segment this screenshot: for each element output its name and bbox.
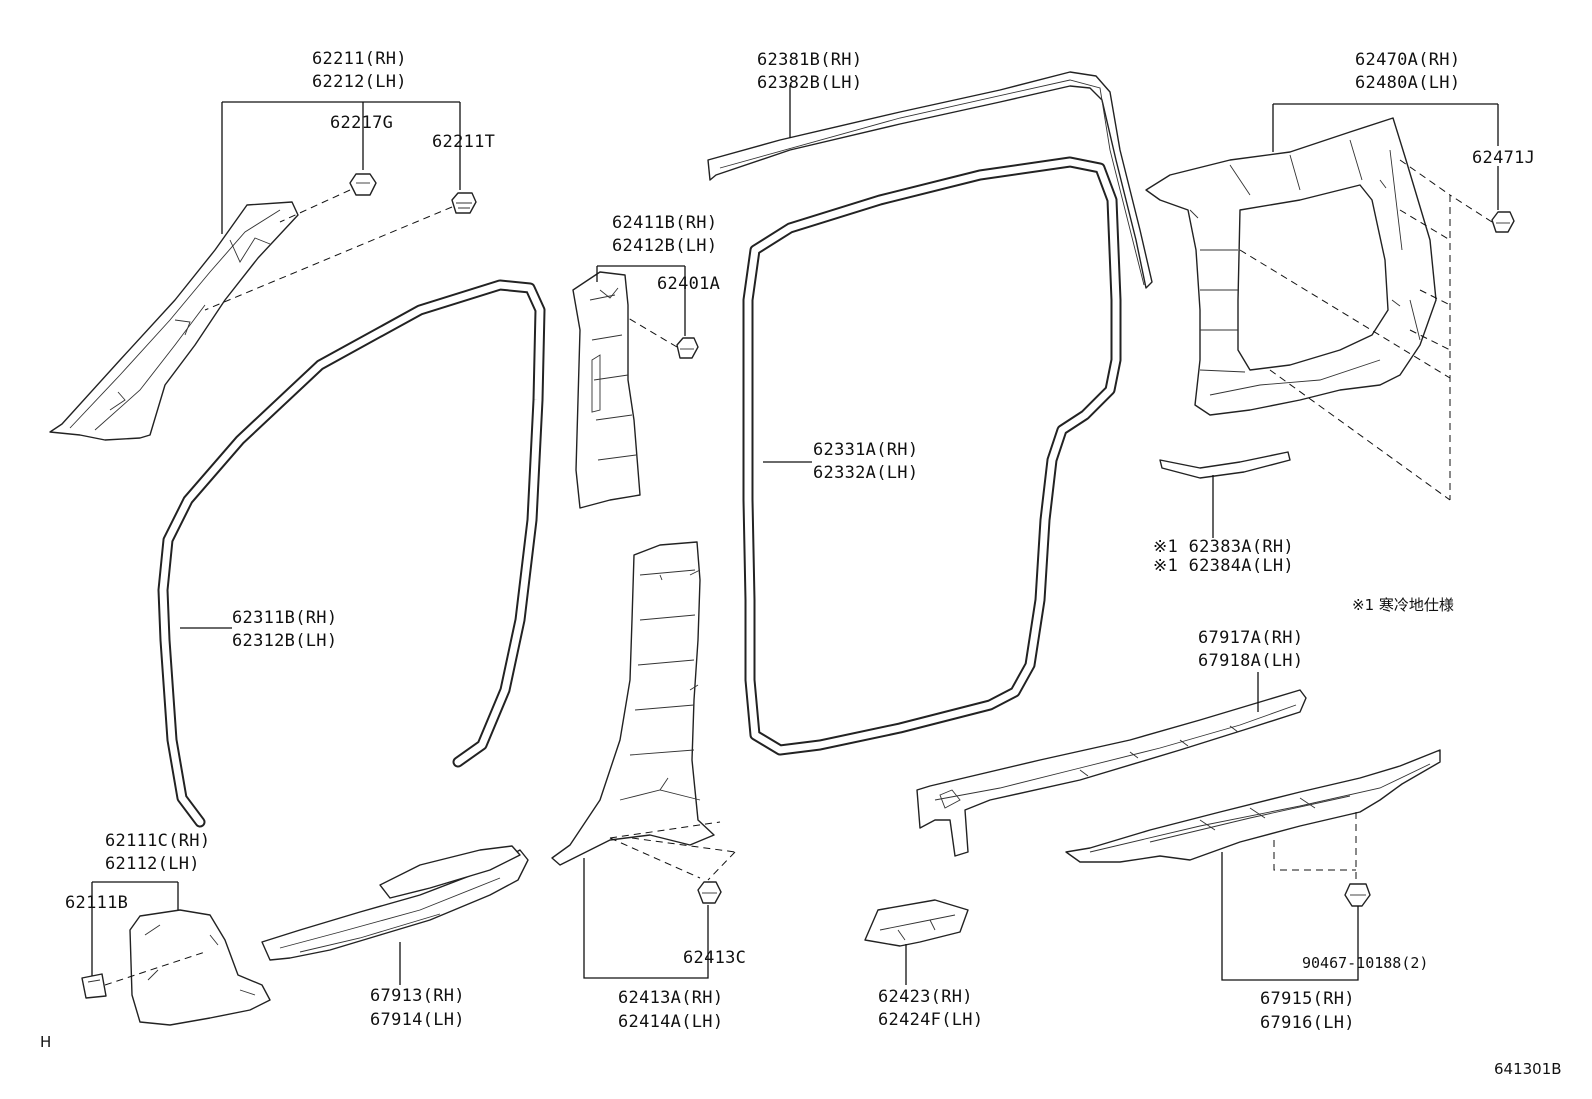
label-62331a: 62331A(RH) [813,440,918,460]
label-62413a: 62413A(RH) [618,988,723,1008]
label-62470a: 62470A(RH) [1355,50,1460,70]
clip-62211t [451,192,477,214]
clip-62413c [697,881,722,904]
label-62480a: 62480A(LH) [1355,73,1460,93]
clip-62401a [676,337,699,359]
label-62381b: 62381B(RH) [757,50,862,70]
label-62311b: 62311B(RH) [232,608,337,628]
label-67916: 67916(LH) [1260,1013,1355,1033]
roof-side-weatherstrip [707,71,1153,289]
label-62217g: 62217G [330,113,393,133]
label-62423: 62423(RH) [878,987,973,1007]
label-62384a: ※1 62384A(LH) [1153,556,1294,576]
label-62382b: 62382B(LH) [757,73,862,93]
label-67915: 67915(RH) [1260,989,1355,1009]
clip-62471j [1491,211,1515,233]
rear-step-garnish-upper [916,689,1307,857]
clip-90467 [1344,883,1371,907]
label-90467: 90467-10188(2) [1302,954,1428,972]
label-62471j: 62471J [1472,148,1535,168]
label-67914: 67914(LH) [370,1010,465,1030]
label-62412b: 62412B(LH) [612,236,717,256]
label-62413c: 62413C [683,948,746,968]
label-62424f: 62424F(LH) [878,1010,983,1030]
label-62411b: 62411B(RH) [612,213,717,233]
label-62414a: 62414A(LH) [618,1012,723,1032]
small-weatherstrip [1159,451,1291,479]
label-62211: 62211(RH) [312,49,407,69]
figure-id: 641301B [1494,1060,1562,1078]
footnote-cold-climate: ※1 寒冷地仕様 [1352,596,1454,614]
label-62332a: 62332A(LH) [813,463,918,483]
front-scuff-plate [261,845,529,961]
cowl-side-trim [129,909,271,1026]
label-67913: 67913(RH) [370,986,465,1006]
b-pillar-upper-garnish [572,271,641,509]
rear-door-weatherstrip [742,156,1122,756]
label-62112: 62112(LH) [105,854,200,874]
clip-62217g [349,173,377,196]
label-62111c: 62111C(RH) [105,831,210,851]
rear-scuff-plate [1065,749,1441,863]
a-pillar-garnish [49,201,299,441]
label-62401a: 62401A [657,274,720,294]
label-62111b: 62111B [65,893,128,913]
clip-62111b [81,973,107,999]
b-pillar-lower-garnish [551,541,715,866]
corner-mark: H [40,1033,51,1051]
quarter-trim-panel [1145,117,1437,416]
label-67917a: 67917A(RH) [1198,628,1303,648]
front-door-weatherstrip [157,279,546,828]
step-bracket [864,899,969,947]
label-62211t: 62211T [432,132,495,152]
label-62383a: ※1 62383A(RH) [1153,537,1294,557]
label-67918a: 67918A(LH) [1198,651,1303,671]
label-62212: 62212(LH) [312,72,407,92]
label-62312b: 62312B(LH) [232,631,337,651]
